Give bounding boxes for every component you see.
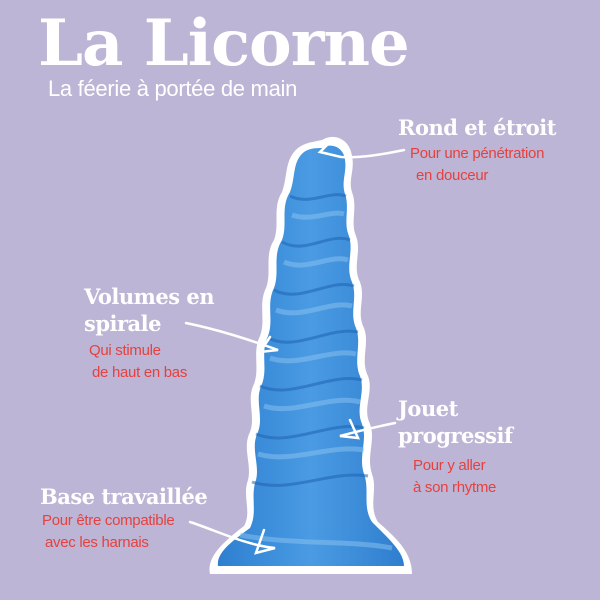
feature-heading-spiral: Volumes en spirale xyxy=(84,284,214,336)
feature-desc-progressive: Pour y aller à son rhytme xyxy=(413,457,497,496)
page-title: La Licorne xyxy=(38,6,410,81)
feature-desc-base: Pour être compatible avec les harnais xyxy=(42,512,175,551)
feature-desc-tip: Pour une pénétration en douceur xyxy=(410,145,545,184)
feature-heading-progressive: Jouet progressif xyxy=(398,396,513,448)
page-subtitle: La féerie à portée de main xyxy=(48,76,298,101)
callout-line-spiral xyxy=(184,321,279,354)
callout-line-base xyxy=(188,520,276,555)
feature-heading-base: Base travaillée xyxy=(40,484,208,509)
callout-line-tip xyxy=(317,137,406,159)
feature-heading-tip: Rond et étroit xyxy=(398,115,556,140)
callout-line-progressive xyxy=(339,418,397,440)
feature-desc-spiral: Qui stimule de haut en bas xyxy=(89,342,188,381)
